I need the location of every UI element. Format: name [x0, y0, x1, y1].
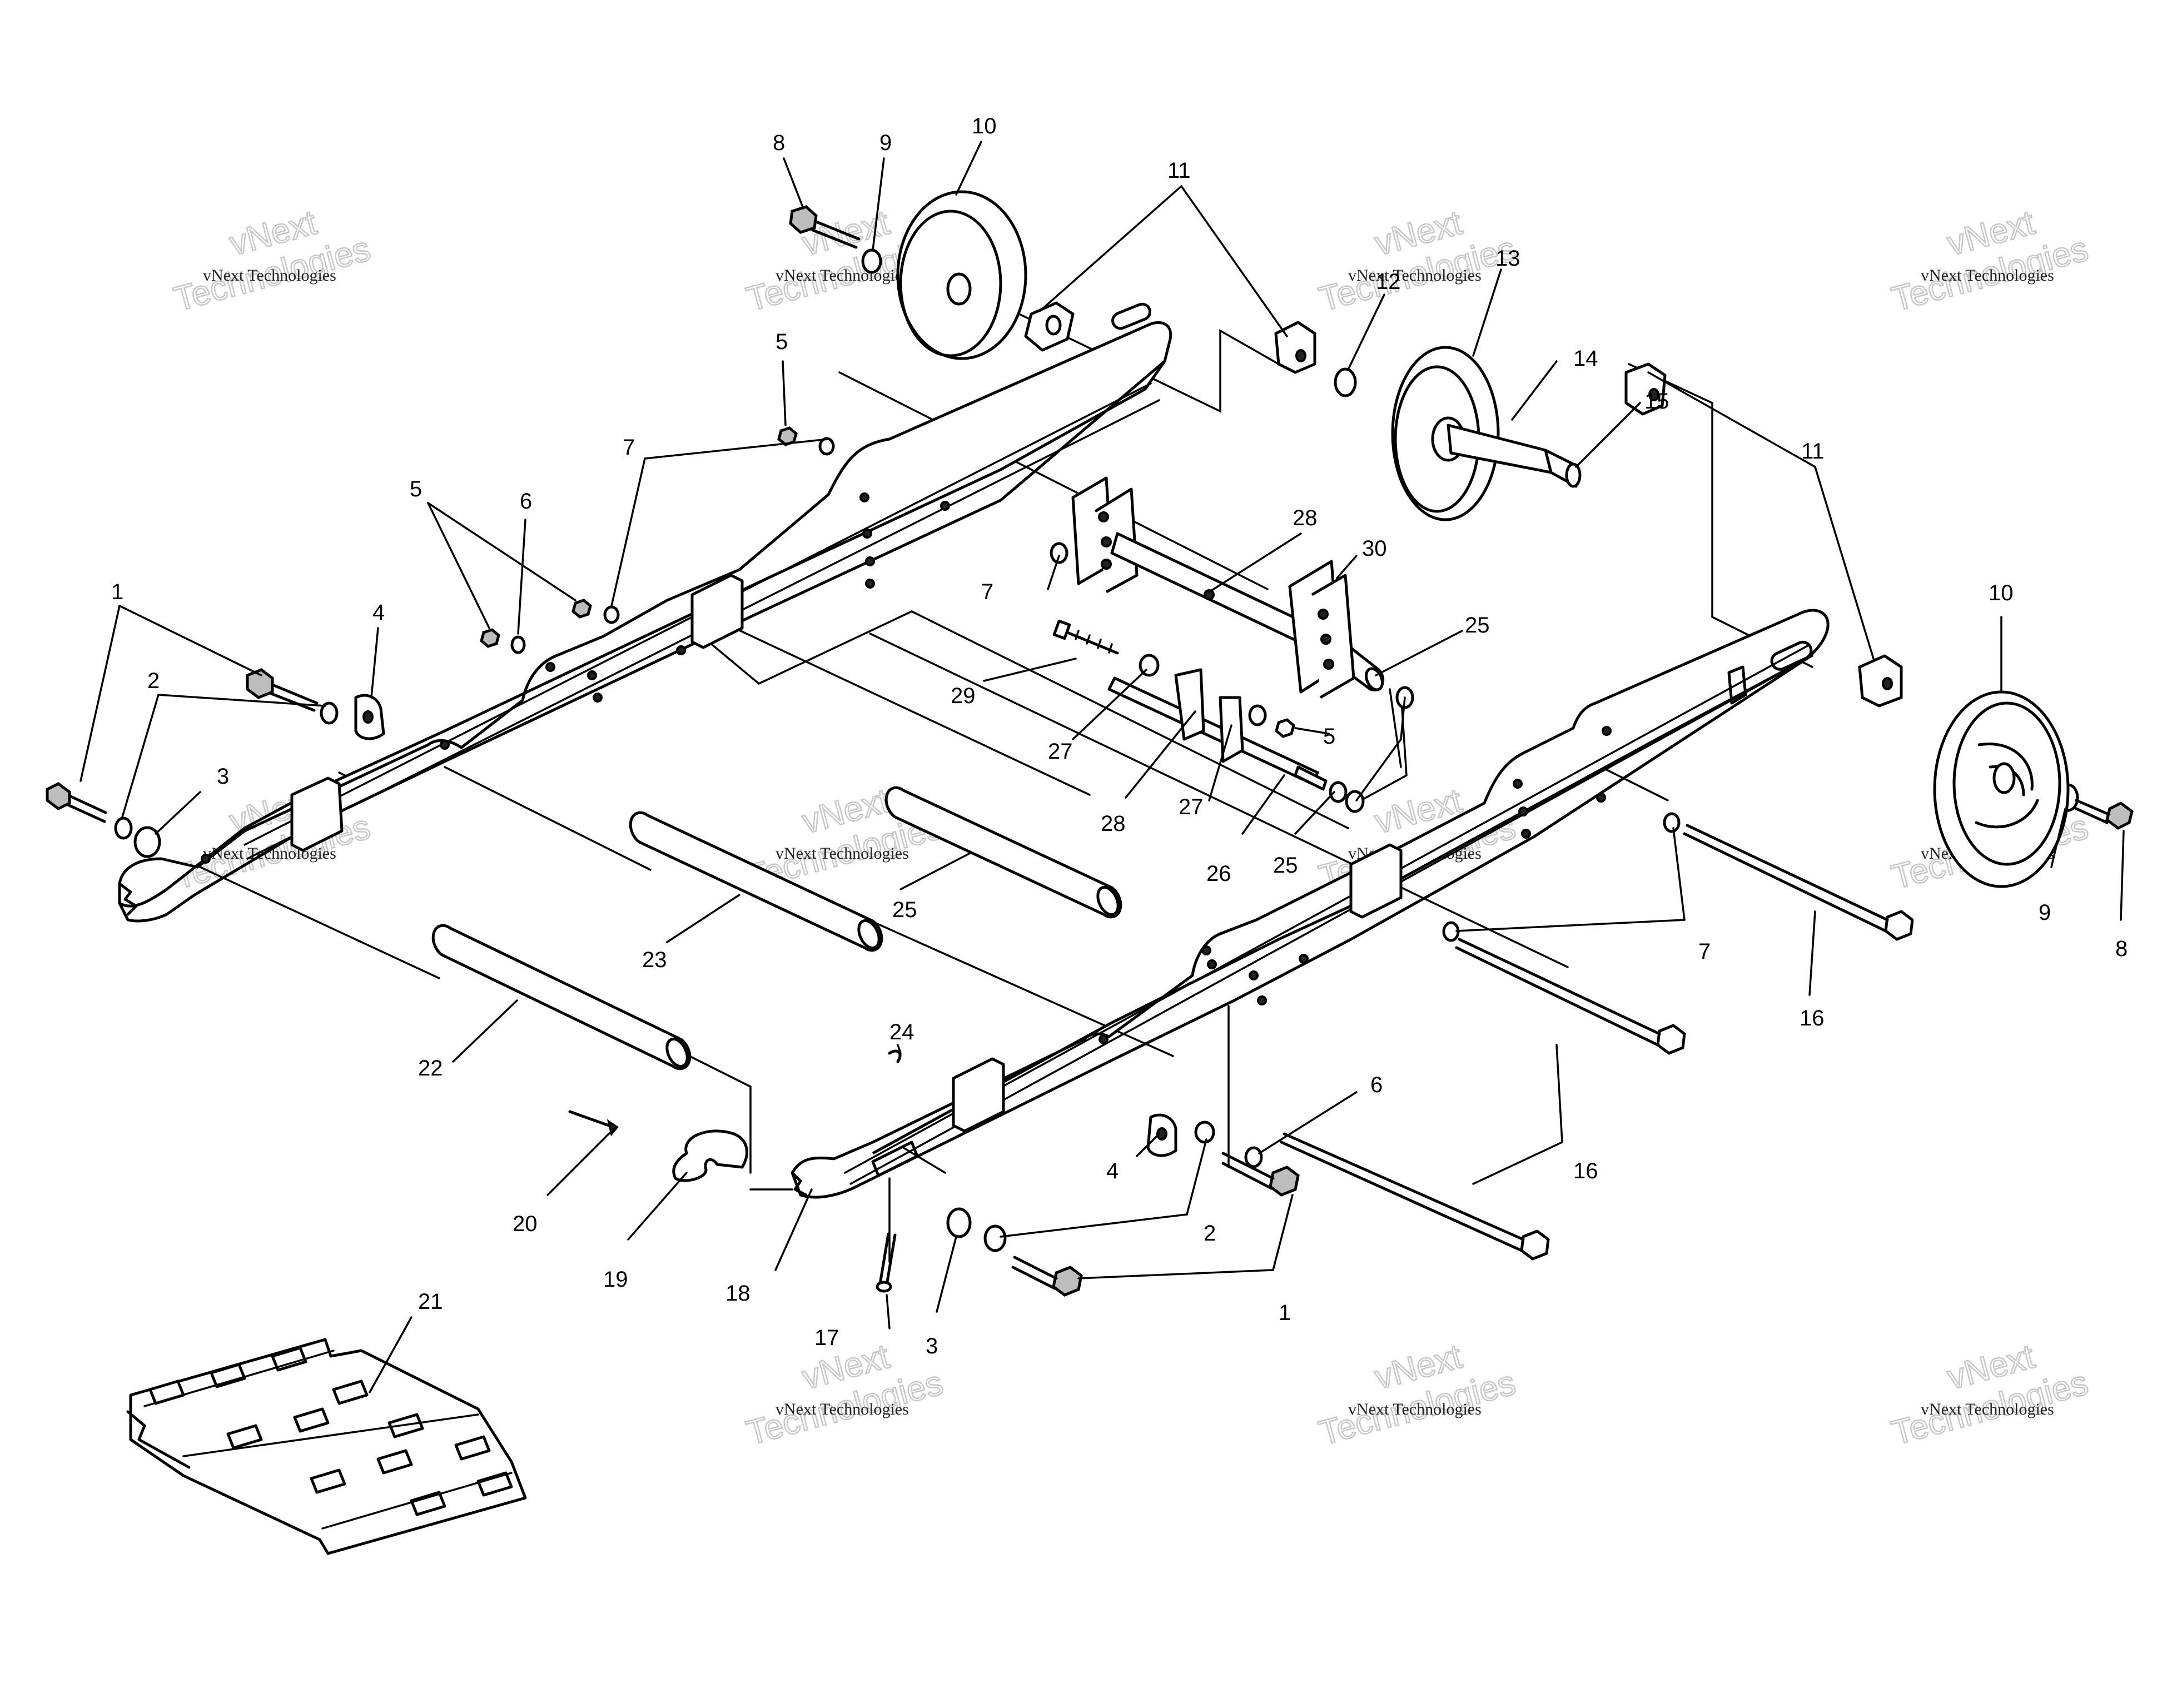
callout-5-top: 5 — [776, 330, 788, 354]
callout-11-right: 11 — [1801, 439, 1825, 464]
callout-9-top: 9 — [879, 131, 892, 155]
callout-1-lower: 1 — [1279, 1301, 1291, 1325]
callout-28-upper: 28 — [1293, 506, 1318, 530]
watermark-line: vNext Technologies — [776, 1400, 909, 1418]
callout-12: 12 — [1376, 270, 1401, 294]
callout-9-right: 9 — [2039, 900, 2051, 925]
callout-15: 15 — [1644, 389, 1669, 414]
callout-25-center: 25 — [1273, 853, 1298, 878]
callout-5-left: 5 — [410, 477, 422, 501]
rear-axle-assembly — [1071, 476, 1355, 699]
assembly-center-lines — [199, 285, 1813, 1263]
callout-10-right: 10 — [1989, 581, 2014, 605]
hardware — [46, 205, 2134, 1297]
callout-22: 22 — [418, 1056, 443, 1080]
watermark-line: vNext Technologies — [203, 266, 336, 285]
callout-10-top: 10 — [972, 114, 997, 138]
watermark-line: vNext Technologies — [776, 266, 909, 285]
callout-6-upper: 6 — [520, 489, 532, 514]
callout-2-lower: 2 — [1204, 1221, 1216, 1246]
callout-3-upper: 3 — [217, 764, 229, 789]
watermark-line: vNext Technologies — [1921, 266, 2054, 285]
callout-4-upper: 4 — [372, 600, 385, 625]
callout-25-upper: 25 — [1465, 613, 1490, 638]
callout-17: 17 — [814, 1326, 839, 1350]
callout-29: 29 — [951, 684, 976, 708]
callout-28-lower: 28 — [1101, 811, 1126, 836]
callout-23: 23 — [642, 948, 667, 972]
watermark-line: vNext Technologies — [1921, 1400, 2054, 1418]
left-rail — [118, 302, 1172, 923]
callout-7-center: 7 — [981, 580, 993, 604]
callout-1-upper: 1 — [111, 580, 123, 604]
watermark-line: vNext Technologies — [776, 844, 909, 863]
callout-16-lower: 16 — [1573, 1159, 1598, 1183]
callout-8-right: 8 — [2115, 937, 2128, 961]
track — [126, 1338, 527, 1555]
watermark-line: vNext Technologies — [1348, 266, 1482, 285]
callout-18: 18 — [725, 1281, 750, 1306]
watermark-line: vNext Technologies — [1348, 1400, 1482, 1418]
callout-27-right: 27 — [1179, 795, 1204, 819]
cross-shafts — [431, 638, 1385, 1070]
callout-5-center: 5 — [1323, 724, 1335, 749]
callout-13: 13 — [1495, 246, 1520, 271]
callout-7-right: 7 — [1698, 939, 1711, 964]
bumpers — [354, 694, 1177, 1182]
callout-19: 19 — [603, 1267, 628, 1292]
callout-4-lower: 4 — [1106, 1159, 1119, 1183]
callout-11-top: 11 — [1167, 158, 1191, 183]
callout-25-shaft: 25 — [892, 898, 917, 922]
torque-arm-assembly — [1052, 619, 1328, 791]
callout-24: 24 — [889, 1020, 914, 1044]
callout-labels: 1 1 2 2 3 3 4 4 5 5 5 6 6 7 7 7 8 8 9 9 … — [111, 114, 2128, 1358]
callout-30: 30 — [1362, 536, 1387, 561]
callout-27-left: 27 — [1048, 739, 1073, 764]
right-rail — [791, 609, 1830, 1199]
callout-6-lower: 6 — [1370, 1073, 1383, 1097]
callout-26: 26 — [1206, 862, 1231, 886]
wheels — [896, 190, 2070, 888]
callout-20: 20 — [513, 1212, 538, 1236]
callout-7-upper: 7 — [623, 435, 635, 460]
callout-8-top: 8 — [773, 131, 785, 155]
callout-21: 21 — [418, 1289, 443, 1314]
callout-16-right: 16 — [1800, 1006, 1825, 1030]
leader-lines — [79, 141, 2125, 1393]
callout-3-lower: 3 — [926, 1334, 938, 1358]
callout-2-upper: 2 — [147, 669, 160, 693]
callout-14: 14 — [1573, 346, 1598, 371]
